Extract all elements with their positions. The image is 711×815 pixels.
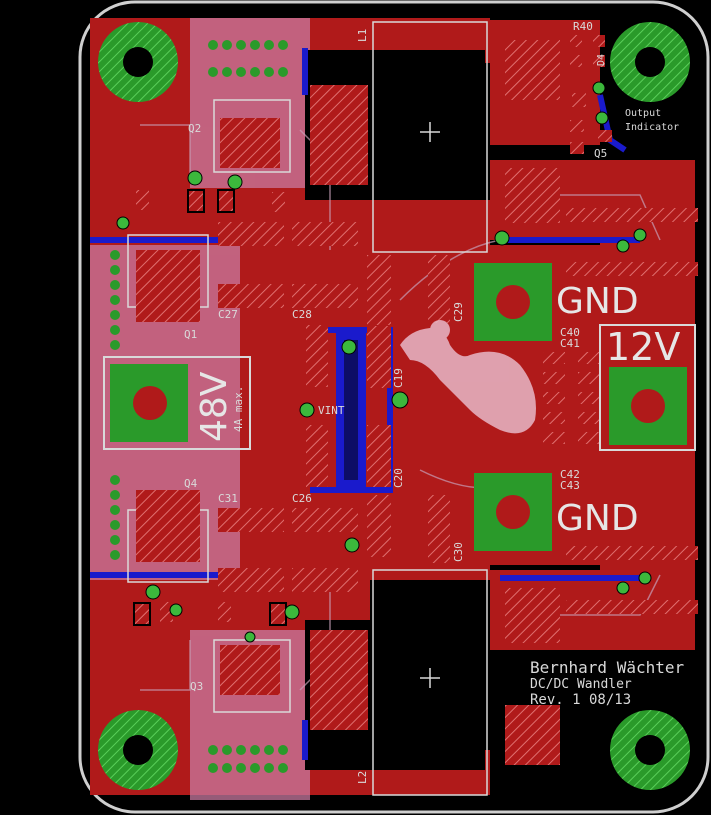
- pin-header: [110, 40, 288, 773]
- label-q4: Q4: [184, 477, 198, 490]
- label-c27: C27: [218, 308, 238, 321]
- label-c43: C43: [560, 479, 580, 492]
- label-l2: L2: [356, 771, 369, 784]
- label-c42: C42: [560, 468, 580, 481]
- label-q3: Q3: [190, 680, 203, 693]
- revision-label: Rev. 1 08/13: [530, 692, 631, 708]
- label-r40: R40: [573, 20, 593, 33]
- gnd-label-top: GND: [556, 281, 639, 322]
- output-terminal-outline: [599, 324, 696, 451]
- label-c26: C26: [292, 492, 312, 505]
- input-voltage-label: 48V: [194, 371, 235, 442]
- label-c29: C29: [452, 302, 465, 322]
- project-name: DC/DC Wandler: [530, 677, 632, 692]
- label-c41: C41: [560, 337, 580, 350]
- vias: [116, 81, 652, 643]
- board-outline: [78, 0, 710, 814]
- mounting-hole: [98, 22, 690, 790]
- smd-pads: [133, 35, 698, 765]
- mosfet-footprints: [127, 99, 291, 713]
- input-terminal-outline: [103, 356, 251, 450]
- label-c30: C30: [452, 542, 465, 562]
- gnd-label-bottom: GND: [556, 498, 639, 539]
- label-c40: C40: [560, 326, 580, 339]
- output-voltage-label: 12V: [606, 325, 680, 369]
- label-d4: D4: [596, 54, 607, 66]
- net-label-vint: VINT: [318, 404, 345, 417]
- inductor-outline: [372, 21, 488, 796]
- controller-ic: [336, 330, 366, 490]
- label-l1: L1: [356, 29, 369, 42]
- input-current-note: 4A max.: [232, 386, 245, 432]
- label-q2: Q2: [188, 122, 201, 135]
- label-c19: C19: [392, 368, 405, 388]
- indicator-label-line2: Indicator: [625, 122, 679, 133]
- mouse-logo: [400, 320, 536, 434]
- indicator-label-line1: Output: [625, 108, 661, 119]
- terminal-pads: [110, 263, 687, 551]
- label-q1: Q1: [184, 328, 197, 341]
- label-c28: C28: [292, 308, 312, 321]
- label-q5: Q5: [594, 147, 607, 160]
- author-name: Bernhard Wächter: [530, 658, 684, 677]
- label-c31: C31: [218, 492, 238, 505]
- label-c20: C20: [392, 468, 405, 488]
